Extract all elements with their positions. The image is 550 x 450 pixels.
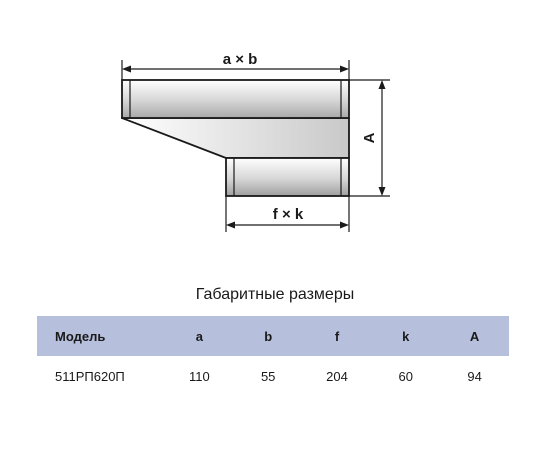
- table-header-row: Модель a b f k A: [37, 316, 509, 356]
- header-a: a: [165, 316, 234, 356]
- header-k: k: [371, 316, 441, 356]
- header-A: A: [440, 316, 509, 356]
- cell-b: 55: [260, 368, 276, 384]
- side-dimension: A: [349, 79, 390, 197]
- table-row: 511РП620П 110 55 204 60 94: [37, 356, 509, 396]
- side-dimension-label: A: [361, 132, 378, 143]
- header-f: f: [302, 316, 372, 356]
- header-model: Модель: [37, 316, 165, 356]
- adapter-drawing: a × b A f × k: [121, 51, 390, 232]
- cell-model: 511РП620П: [55, 368, 125, 384]
- dimensions-table: Модель a b f k A 511РП620П 110 55 204 60…: [37, 316, 509, 396]
- dimensions-title: Габаритные размеры: [195, 286, 355, 303]
- adapter-body: [121, 79, 350, 197]
- cell-k: 60: [398, 368, 414, 384]
- cell-a: 110: [189, 368, 210, 384]
- cell-A: 94: [467, 368, 482, 384]
- top-dimension: a × b: [121, 51, 350, 80]
- bottom-dimension-label: f × k: [273, 206, 304, 223]
- header-b: b: [233, 316, 303, 356]
- bottom-dimension: f × k: [225, 196, 350, 232]
- top-dimension-label: a × b: [223, 51, 258, 68]
- cell-f: 204: [326, 368, 348, 384]
